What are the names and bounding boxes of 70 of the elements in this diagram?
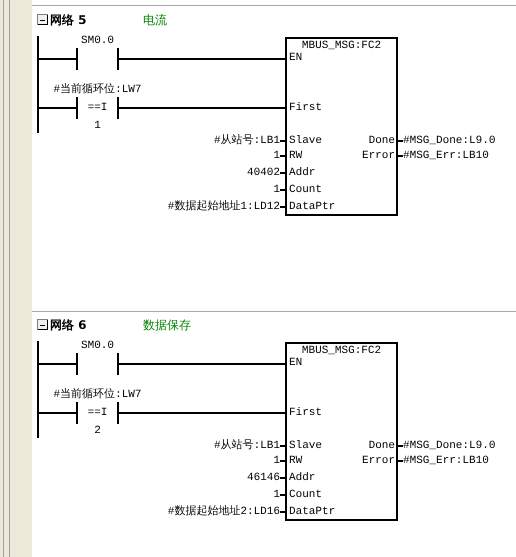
function-block [285, 342, 398, 521]
network-title: 网络 6 [50, 318, 87, 332]
parameter-value: 1 [273, 150, 280, 162]
pin-label: EN [289, 357, 302, 369]
network-comment: 数据保存 [143, 318, 191, 332]
wire [119, 107, 285, 109]
contact-label: SM0.0 [81, 35, 114, 47]
wire [39, 107, 76, 109]
pin-label: First [289, 102, 322, 114]
pin-label: Slave [289, 135, 322, 147]
output-variable: #MSG_Err:LB10 [403, 455, 489, 467]
wire [398, 460, 403, 462]
wire [280, 445, 285, 447]
parameter-value: 46146 [246, 472, 280, 484]
wire [280, 189, 285, 191]
contact-label: #当前循环位:LW7 [54, 84, 142, 96]
wire [398, 445, 403, 447]
wire [119, 412, 285, 414]
contact-label: #当前循环位:LW7 [54, 389, 142, 401]
function-block [285, 37, 398, 216]
parameter-value: #从站号:LB1 [214, 440, 280, 452]
wire [280, 206, 285, 208]
compare-value: 2 [94, 425, 101, 437]
block-title: MBUS_MSG:FC2 [302, 345, 382, 357]
pin-label: Done [368, 135, 395, 147]
wire [119, 363, 285, 365]
output-variable: #MSG_Done:L9.0 [403, 440, 496, 452]
pin-label: Addr [289, 167, 316, 179]
wire [280, 494, 285, 496]
pin-label: Done [368, 440, 395, 452]
compare-operator: ==I [88, 407, 108, 419]
block-title: MBUS_MSG:FC2 [302, 40, 382, 52]
wire [119, 58, 285, 60]
parameter-value: #数据起始地址1:LD12 [168, 201, 280, 213]
compare-operator: ==I [88, 102, 108, 114]
wire [280, 155, 285, 157]
wire [280, 140, 285, 142]
pin-label: RW [289, 150, 302, 162]
parameter-value: 1 [273, 489, 280, 501]
pin-label: Slave [289, 440, 322, 452]
parameter-value: #数据起始地址2:LD16 [168, 506, 280, 518]
pin-label: Error [362, 150, 395, 162]
wire [39, 58, 76, 60]
pin-label: Count [289, 184, 322, 196]
pin-label: Count [289, 489, 322, 501]
pin-label: First [289, 407, 322, 419]
parameter-value: #从站号:LB1 [214, 135, 280, 147]
wire [398, 140, 403, 142]
pin-label: DataPtr [289, 201, 336, 213]
pin-label: Error [362, 455, 395, 467]
pin-label: EN [289, 52, 302, 64]
pin-label: DataPtr [289, 506, 336, 518]
network-comment: 电流 [143, 13, 167, 27]
wire [280, 172, 285, 174]
network-title: 网络 5 [50, 13, 87, 27]
wire [39, 412, 76, 414]
parameter-value: 1 [273, 455, 280, 467]
contact-label: SM0.0 [81, 340, 114, 352]
wire [39, 363, 76, 365]
wire [280, 477, 285, 479]
output-variable: #MSG_Done:L9.0 [403, 135, 496, 147]
pin-label: Addr [289, 472, 316, 484]
wire [280, 511, 285, 513]
parameter-value: 40402 [246, 167, 280, 179]
compare-value: 1 [94, 120, 101, 132]
parameter-value: 1 [273, 184, 280, 196]
wire [398, 155, 403, 157]
wire [280, 460, 285, 462]
output-variable: #MSG_Err:LB10 [403, 150, 489, 162]
pin-label: RW [289, 455, 302, 467]
